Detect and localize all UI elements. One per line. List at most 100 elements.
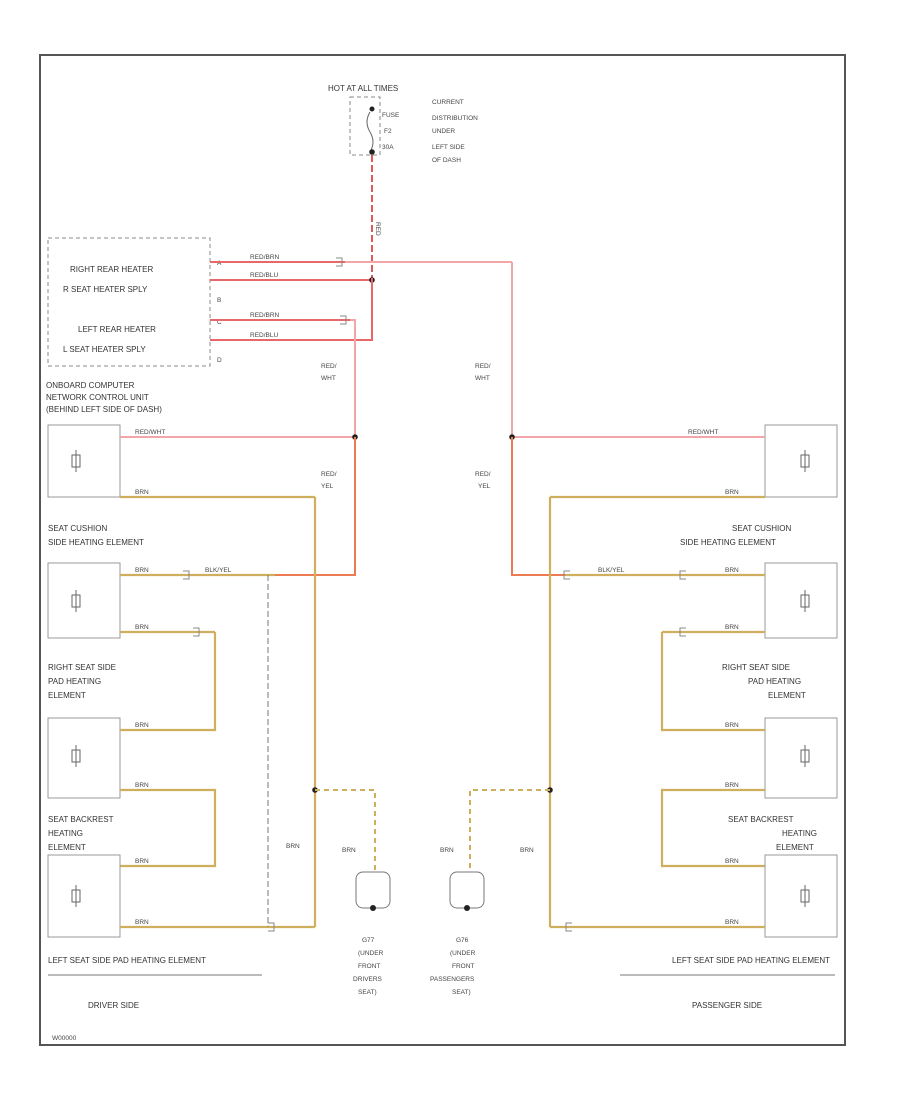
fuse-wire-label: RED <box>374 222 381 236</box>
fuse-label: FUSE <box>382 112 400 119</box>
driver-redwht-label-2: WHT <box>321 375 336 382</box>
pin-number-a: A <box>217 260 222 267</box>
ground-point <box>370 905 376 911</box>
driver-blkyel-label: BLK/YEL <box>205 567 232 574</box>
fuse-number: F2 <box>384 128 392 135</box>
passenger-redyel-label-1: RED/ <box>475 471 491 478</box>
fuse-location-2: DISTRIBUTION <box>432 115 478 122</box>
driver-pad-to-backrest <box>120 632 217 732</box>
passenger-cushion-label-2: SIDE HEATING ELEMENT <box>680 538 776 547</box>
fuse-rating: 30A <box>382 144 394 151</box>
driver-right-pad-element <box>47 562 121 639</box>
passenger-backrest-label-1: SEAT BACKREST <box>728 815 794 824</box>
ground-icon <box>355 871 391 909</box>
driver-ground-4: DRIVERS <box>353 976 383 983</box>
passenger-ground-5: SEAT) <box>452 989 471 996</box>
left-rear-wire-label: RED/BRN <box>250 312 280 319</box>
fuse-terminal-top <box>369 106 375 112</box>
connector-icon <box>679 570 686 580</box>
passenger-right-pad-label-3: ELEMENT <box>768 691 806 700</box>
driver-redyel-wire <box>275 437 356 576</box>
passenger-backrest-to-leftpad <box>660 788 765 868</box>
connector-icon <box>268 922 275 932</box>
passenger-redwht-label-1: RED/ <box>475 363 491 370</box>
passenger-left-pad-element <box>764 854 838 938</box>
driver-redyel-label-2: YEL <box>321 483 334 490</box>
driver-redwht-drop <box>350 319 356 437</box>
fuse-icon <box>366 111 374 153</box>
fuse-title: HOT AT ALL TIMES <box>328 84 398 93</box>
fuse-location-1: CURRENT <box>432 99 464 106</box>
connector-icon <box>193 627 200 637</box>
driver-ground-2: (UNDER <box>358 950 384 957</box>
driver-cushion-element <box>47 424 121 498</box>
passenger-backrest-label-2: HEATING <box>782 829 817 838</box>
connector-icon <box>565 922 572 932</box>
heater-element-icon <box>800 590 810 612</box>
control-unit-title-3: (BEHIND LEFT SIDE OF DASH) <box>46 405 162 414</box>
driver-backrest-label-3: ELEMENT <box>48 843 86 852</box>
passenger-cushion-label-1: SEAT CUSHION <box>732 524 791 533</box>
fuse-location-4: LEFT SIDE <box>432 144 465 151</box>
passenger-cushion-brn-label: BRN <box>725 489 739 496</box>
driver-right-pad-label-2: PAD HEATING <box>48 677 101 686</box>
ground-icon <box>449 871 485 909</box>
driver-redyel-label-1: RED/ <box>321 471 337 478</box>
driver-backrest-element <box>47 717 121 799</box>
passenger-backrest-label-3: ELEMENT <box>776 843 814 852</box>
driver-cushion-label-1: SEAT CUSHION <box>48 524 107 533</box>
l-seat-sply-wire <box>210 278 373 341</box>
connector-icon <box>336 257 343 267</box>
driver-backrest-label-2: HEATING <box>48 829 83 838</box>
driver-cushion-feed-label: RED/WHT <box>135 429 165 436</box>
connector-icon <box>340 315 347 325</box>
driver-ground-1: G77 <box>362 937 375 944</box>
pin-number-d: D <box>217 357 222 364</box>
passenger-cushion-feed-label: RED/WHT <box>688 429 718 436</box>
passenger-redwht-label-2: WHT <box>475 375 490 382</box>
passenger-right-pad-label-2: PAD HEATING <box>748 677 801 686</box>
heater-element-icon <box>800 450 810 472</box>
driver-cushion-brn-label: BRN <box>135 489 149 496</box>
pin-number-c: C <box>217 319 222 326</box>
fuse-block: HOT AT ALL TIMES FUSE F2 30A CURRENT DIS… <box>328 84 478 164</box>
driver-redwht-label-1: RED/ <box>321 363 337 370</box>
passenger-blkyel-label: BLK/YEL <box>598 567 625 574</box>
passenger-pad-to-backrest <box>660 632 765 732</box>
passenger-bus-label: BRN <box>520 847 534 854</box>
driver-side-label: DRIVER SIDE <box>88 1001 139 1010</box>
ground-point <box>464 905 470 911</box>
connector-icon <box>563 570 570 580</box>
passenger-ground-wire-label: BRN <box>440 847 454 854</box>
passenger-ground-4: PASSENGERS <box>430 976 475 983</box>
heater-element-icon <box>71 450 81 472</box>
pin-left-rear-heater: LEFT REAR HEATER <box>78 325 156 334</box>
passenger-ground-1: G76 <box>456 937 469 944</box>
passenger-side-label: PASSENGER SIDE <box>692 1001 762 1010</box>
driver-backrest-in-label: BRN <box>135 722 149 729</box>
fuse-outline <box>349 96 381 156</box>
passenger-redyel-label-2: YEL <box>478 483 491 490</box>
driver-cushion-label-2: SIDE HEATING ELEMENT <box>48 538 144 547</box>
fuse-terminal-bottom <box>369 149 375 155</box>
passenger-backrest-in-label: BRN <box>725 722 739 729</box>
driver-right-pad-feed-label: BRN <box>135 567 149 574</box>
pin-right-rear-heater: RIGHT REAR HEATER <box>70 265 153 274</box>
passenger-leftpad-in-label: BRN <box>725 858 739 865</box>
control-unit-title-1: ONBOARD COMPUTER <box>46 381 135 390</box>
driver-right-pad-label-1: RIGHT SEAT SIDE <box>48 663 116 672</box>
heater-element-icon <box>71 745 81 767</box>
passenger-leftpad-return-label: BRN <box>725 919 739 926</box>
driver-left-pad-element <box>47 854 121 938</box>
pin-l-seat-heater-sply: L SEAT HEATER SPLY <box>63 345 146 354</box>
passenger-ground-wire <box>469 789 550 872</box>
driver-leftpad-in-label: BRN <box>135 858 149 865</box>
connector-icon <box>679 627 686 637</box>
heater-element-icon <box>800 745 810 767</box>
passenger-left-pad-label: LEFT SEAT SIDE PAD HEATING ELEMENT <box>672 956 830 965</box>
diagram-code: W00000 <box>52 1035 77 1042</box>
fuse-location-5: OF DASH <box>432 157 461 164</box>
heater-element-icon <box>71 885 81 907</box>
passenger-backrest-out-label: BRN <box>725 782 739 789</box>
